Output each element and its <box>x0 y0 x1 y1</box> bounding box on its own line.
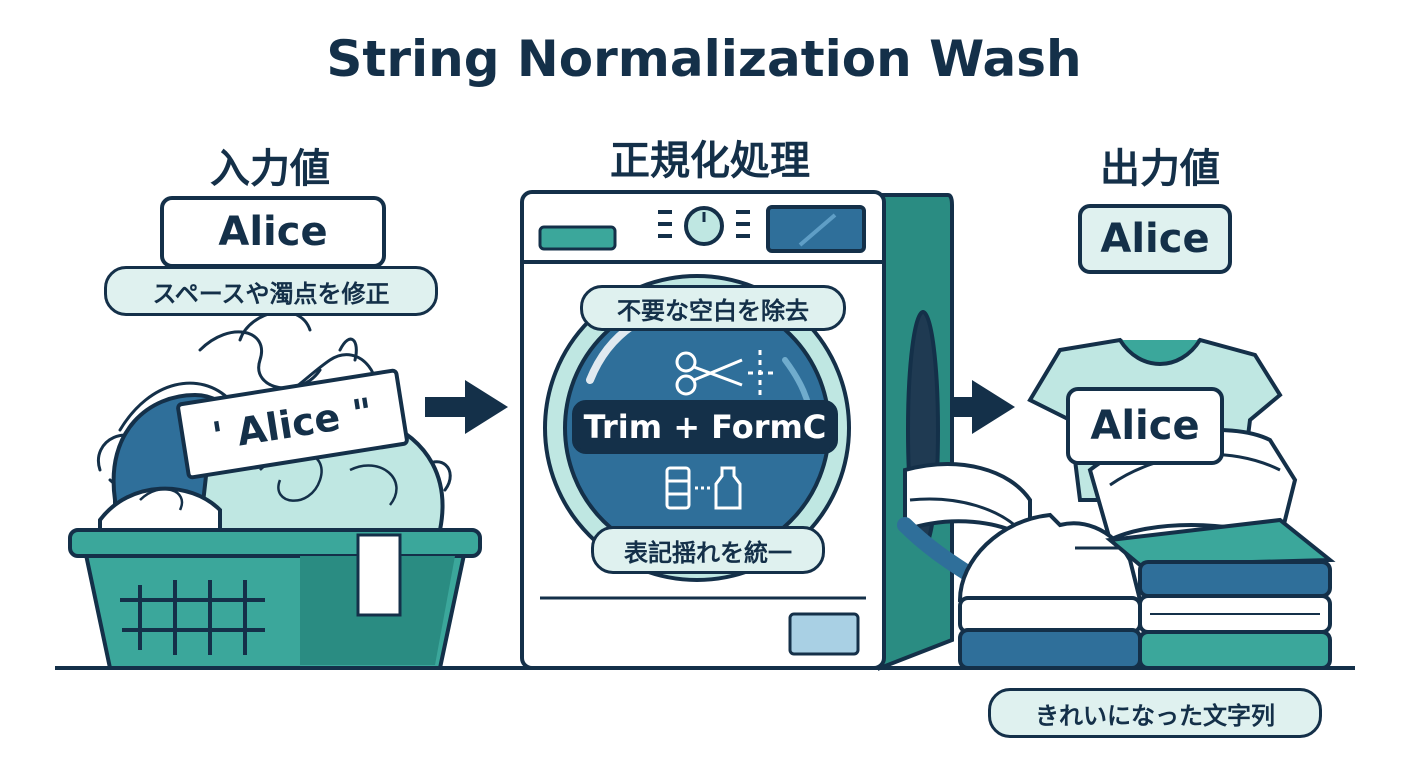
input-value: Alice <box>218 209 328 255</box>
output-note: きれいになった文字列 <box>988 688 1322 738</box>
process-step-bottom: 表記揺れを統一 <box>591 526 825 574</box>
process-step-top: 不要な空白を除去 <box>580 285 846 331</box>
output-value: Alice <box>1100 216 1210 262</box>
output-note-text: きれいになった文字列 <box>1035 701 1275 730</box>
input-value-box: Alice <box>160 196 386 268</box>
input-heading: 入力値 <box>210 146 330 192</box>
shirt-label-text: Alice <box>1090 403 1200 449</box>
process-operation-text: Trim + FormC <box>583 408 827 446</box>
output-heading: 出力値 <box>1100 146 1220 192</box>
scissors-icon <box>675 350 775 396</box>
arrow-right-icon <box>425 380 508 434</box>
shirt-label: Alice <box>1066 387 1224 465</box>
process-step-bottom-text: 表記揺れを統一 <box>624 538 792 567</box>
process-heading: 正規化処理 <box>610 138 810 184</box>
messy-input-text: ' Alice " <box>209 389 376 459</box>
bottle-icon <box>665 466 742 510</box>
page-title: String Normalization Wash <box>326 30 1082 88</box>
basket-icon <box>68 310 482 670</box>
input-note: スペースや濁点を修正 <box>104 266 438 316</box>
input-note-text: スペースや濁点を修正 <box>152 279 390 308</box>
output-value-box: Alice <box>1078 204 1232 274</box>
process-step-top-text: 不要な空白を除去 <box>617 296 809 325</box>
process-operation: Trim + FormC <box>572 400 838 454</box>
